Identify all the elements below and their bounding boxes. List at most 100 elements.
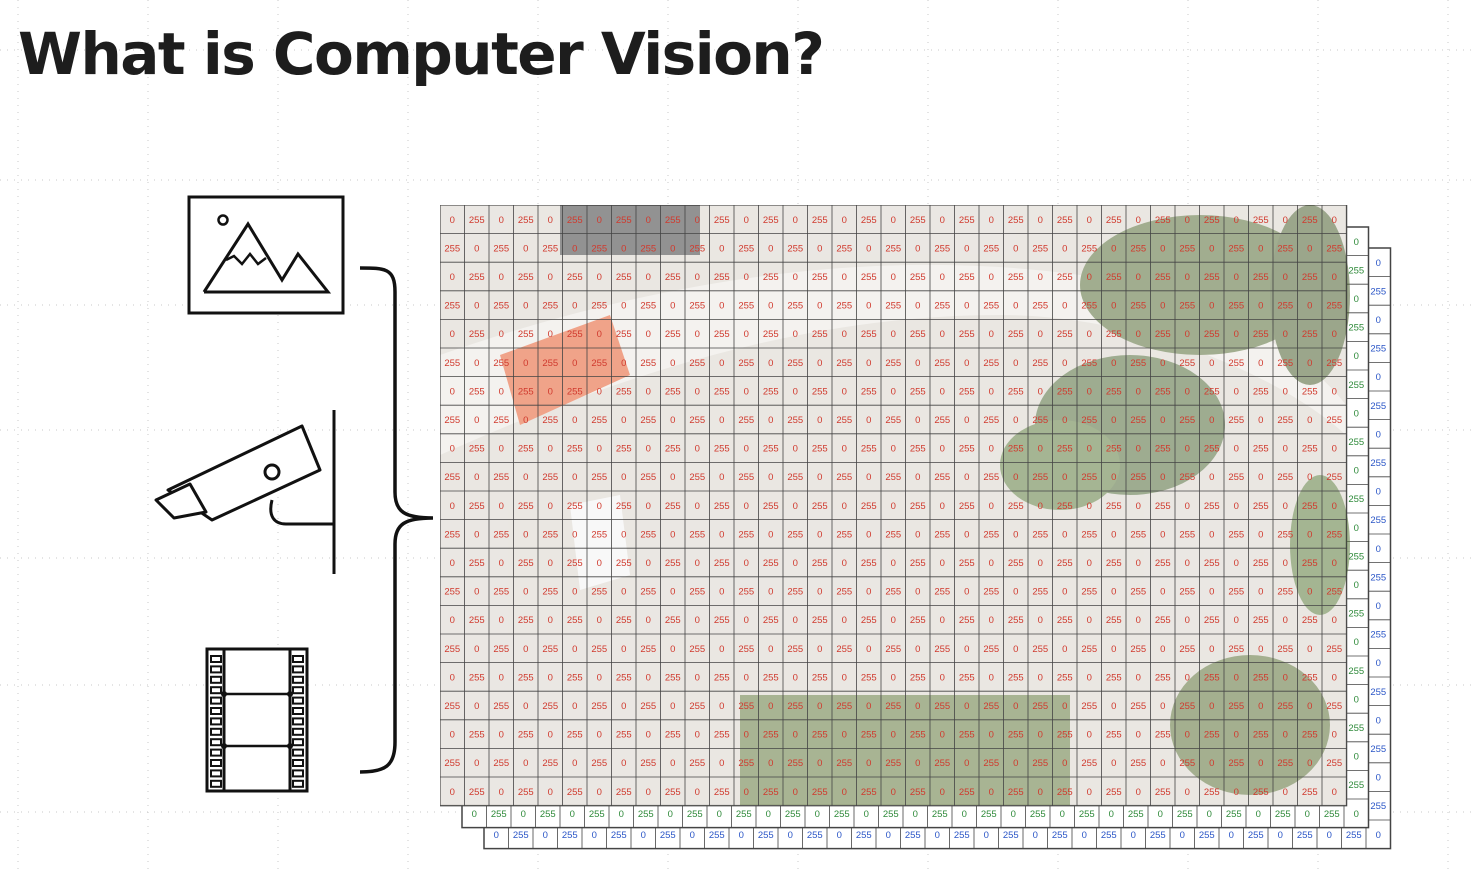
pixel-value: 255 — [1128, 809, 1144, 820]
pixel-value: 0 — [842, 672, 847, 683]
pixel-value: 0 — [817, 358, 822, 369]
pixel-value: 255 — [885, 472, 901, 483]
pixel-value: 0 — [494, 830, 499, 841]
pixel-value: 255 — [665, 272, 681, 283]
pixel-value: 255 — [934, 701, 950, 712]
pixel-value: 0 — [1038, 787, 1043, 798]
pixel-value: 255 — [1228, 644, 1244, 655]
pixel-value: 0 — [1376, 487, 1381, 498]
pixel-value: 255 — [738, 301, 754, 312]
pixel-value: 255 — [836, 415, 852, 426]
pixel-value: 255 — [1008, 672, 1024, 683]
pixel-value: 255 — [591, 644, 607, 655]
pixel-value: 0 — [641, 830, 646, 841]
pixel-value: 0 — [548, 615, 553, 626]
pixel-value: 0 — [1038, 672, 1043, 683]
pixel-value: 255 — [591, 701, 607, 712]
pixel-value: 0 — [1209, 472, 1214, 483]
pixel-value: 255 — [638, 809, 654, 820]
pixel-value: 0 — [915, 301, 920, 312]
pixel-value: 255 — [1155, 215, 1171, 226]
pixel-value: 255 — [1106, 329, 1122, 340]
pixel-value: 0 — [1332, 615, 1337, 626]
pixel-value: 255 — [934, 358, 950, 369]
pixel-value: 255 — [1204, 501, 1220, 512]
pixel-value: 0 — [1013, 472, 1018, 483]
pixel-value: 255 — [714, 558, 730, 569]
pixel-value: 255 — [444, 415, 460, 426]
pixel-value: 0 — [940, 329, 945, 340]
pixel-value: 255 — [1008, 215, 1024, 226]
pixel-value: 255 — [787, 415, 803, 426]
pixel-value: 0 — [915, 243, 920, 254]
pixel-value: 255 — [934, 243, 950, 254]
pixel-value: 0 — [1354, 809, 1359, 820]
pixel-value: 0 — [964, 358, 969, 369]
pixel-value: 255 — [763, 730, 779, 741]
pixel-value: 255 — [1155, 730, 1171, 741]
pixel-value: 0 — [570, 809, 575, 820]
pixel-value: 255 — [689, 472, 705, 483]
pixel-value: 0 — [886, 830, 891, 841]
pixel-value: 0 — [719, 529, 724, 540]
pixel-value: 0 — [621, 243, 626, 254]
pixel-value: 0 — [1283, 787, 1288, 798]
pixel-value: 0 — [621, 529, 626, 540]
pixel-value: 0 — [646, 558, 651, 569]
pixel-value: 0 — [817, 472, 822, 483]
pixel-value: 0 — [744, 215, 749, 226]
pixel-value: 255 — [518, 386, 534, 397]
pixel-value: 255 — [763, 215, 779, 226]
pixel-value: 0 — [915, 758, 920, 769]
pixel-value: 255 — [665, 386, 681, 397]
pixel-value: 255 — [1032, 415, 1048, 426]
pixel-value: 255 — [640, 301, 656, 312]
pixel-value: 255 — [763, 501, 779, 512]
pixel-value: 0 — [1011, 809, 1016, 820]
pixel-value: 0 — [1354, 237, 1359, 248]
pixel-value: 255 — [763, 615, 779, 626]
pixel-value: 0 — [989, 730, 994, 741]
pixel-value: 255 — [1253, 730, 1269, 741]
pixel-value: 0 — [842, 501, 847, 512]
pixel-value: 0 — [1258, 243, 1263, 254]
pixel-value: 255 — [1032, 701, 1048, 712]
pixel-value: 255 — [812, 730, 828, 741]
pixel-value: 0 — [891, 329, 896, 340]
pixel-value: 0 — [1131, 830, 1136, 841]
pixel-value: 255 — [758, 830, 774, 841]
pixel-value: 255 — [885, 415, 901, 426]
pixel-value: 255 — [910, 329, 926, 340]
pixel-value: 255 — [714, 501, 730, 512]
pixel-value: 255 — [1370, 458, 1386, 469]
pixel-value: 0 — [891, 386, 896, 397]
pixel-value: 255 — [640, 529, 656, 540]
pixel-value: 0 — [717, 809, 722, 820]
pixel-value: 0 — [572, 301, 577, 312]
pixel-value: 255 — [738, 644, 754, 655]
pixel-value: 255 — [1348, 323, 1364, 334]
pixel-value: 0 — [1136, 615, 1141, 626]
pixel-value: 0 — [499, 615, 504, 626]
pixel-value: 0 — [1258, 529, 1263, 540]
pixel-value: 255 — [1348, 265, 1364, 276]
pixel-value: 255 — [518, 501, 534, 512]
pixel-value: 0 — [1207, 809, 1212, 820]
pixel-value: 255 — [1155, 501, 1171, 512]
pixel-value: 255 — [1106, 272, 1122, 283]
pixel-value: 0 — [548, 386, 553, 397]
pixel-value: 0 — [1332, 730, 1337, 741]
pixel-value: 0 — [543, 830, 548, 841]
pixel-value: 0 — [940, 787, 945, 798]
pixel-value: 0 — [842, 558, 847, 569]
pixel-value: 0 — [1185, 386, 1190, 397]
pixel-value: 255 — [763, 386, 779, 397]
pixel-value: 0 — [1136, 558, 1141, 569]
pixel-value: 255 — [1228, 758, 1244, 769]
pixel-value: 0 — [1256, 809, 1261, 820]
pixel-value: 255 — [1081, 701, 1097, 712]
pixel-value: 0 — [1013, 243, 1018, 254]
pixel-value: 255 — [861, 272, 877, 283]
pixel-value: 255 — [1057, 558, 1073, 569]
pixel-value: 255 — [1032, 644, 1048, 655]
